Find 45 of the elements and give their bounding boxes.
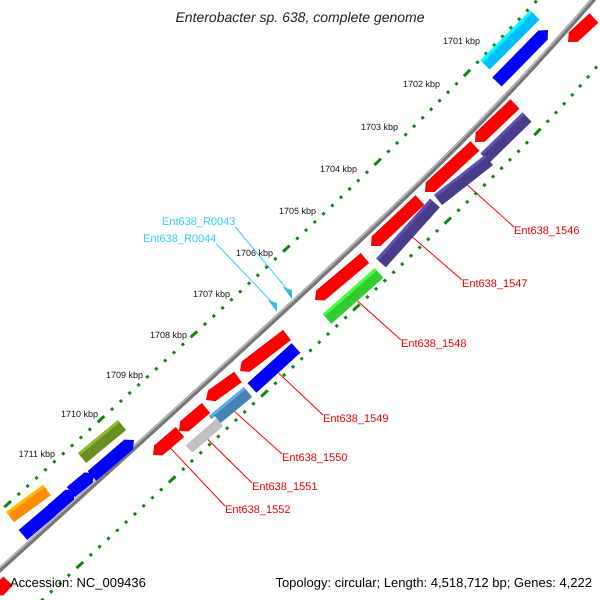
leader-line — [234, 411, 282, 454]
gene-label: Ent638_R0043 — [162, 217, 236, 228]
gene-feature — [88, 440, 134, 481]
gene-feature — [480, 112, 532, 163]
scale-tick-label: 1708 kbp — [150, 331, 187, 340]
scale-tick-label: 1701 kbp — [442, 37, 480, 46]
leader-line — [216, 244, 272, 302]
leader-line — [234, 226, 286, 288]
gene-feature — [248, 343, 300, 393]
gene-label: Ent638_1549 — [323, 414, 388, 425]
gene-feature — [153, 427, 184, 456]
scale-tick-label: 1707 kbp — [192, 290, 230, 299]
gene-feature — [184, 416, 224, 453]
gene-label: Ent638_1546 — [514, 226, 580, 237]
gene-feature — [492, 30, 548, 87]
gene-feature — [376, 198, 440, 268]
scale-tick-label: 1702 kbp — [402, 80, 440, 89]
scale-tick-label: 1705 kbp — [278, 207, 316, 216]
scale-tick-label: 1709 kbp — [106, 371, 143, 380]
leader-line — [356, 300, 402, 340]
gene-label: Ent638_R0044 — [143, 234, 216, 245]
leader-line — [278, 372, 324, 416]
gene-feature — [18, 506, 57, 540]
map-title: Enterobacter sp. 638, complete genome — [174, 10, 426, 24]
gene-label: Ent638_1552 — [225, 505, 290, 516]
scale-tick-label: 1711 kbp — [18, 450, 55, 459]
leader-line — [170, 448, 226, 506]
gene-label: Ent638_1548 — [401, 339, 466, 350]
leader-line — [467, 184, 514, 228]
gene-feature — [568, 13, 598, 42]
leader-line — [207, 438, 252, 484]
scale-tick-label: 1710 kbp — [60, 410, 98, 419]
scale-tick-label: 1704 kbp — [320, 165, 357, 174]
gene-label: Ent638_1547 — [462, 279, 528, 290]
accession-text: Accession: NC_009436 — [10, 576, 146, 589]
trna-marker — [268, 300, 277, 312]
gene-label: Ent638_1551 — [252, 482, 318, 493]
gene-feature — [434, 154, 493, 206]
gene-label: Ent638_1550 — [282, 453, 348, 464]
trna-marker — [283, 287, 292, 299]
gene-feature — [322, 268, 384, 324]
scale-tick-label: 1703 kbp — [360, 123, 398, 132]
genome-stats-text: Topology: circular; Length: 4,518,712 bp; Genes: 4,222 — [275, 576, 592, 589]
scale-tick-label: 1706 kbp — [236, 249, 273, 258]
leader-line — [412, 236, 462, 280]
